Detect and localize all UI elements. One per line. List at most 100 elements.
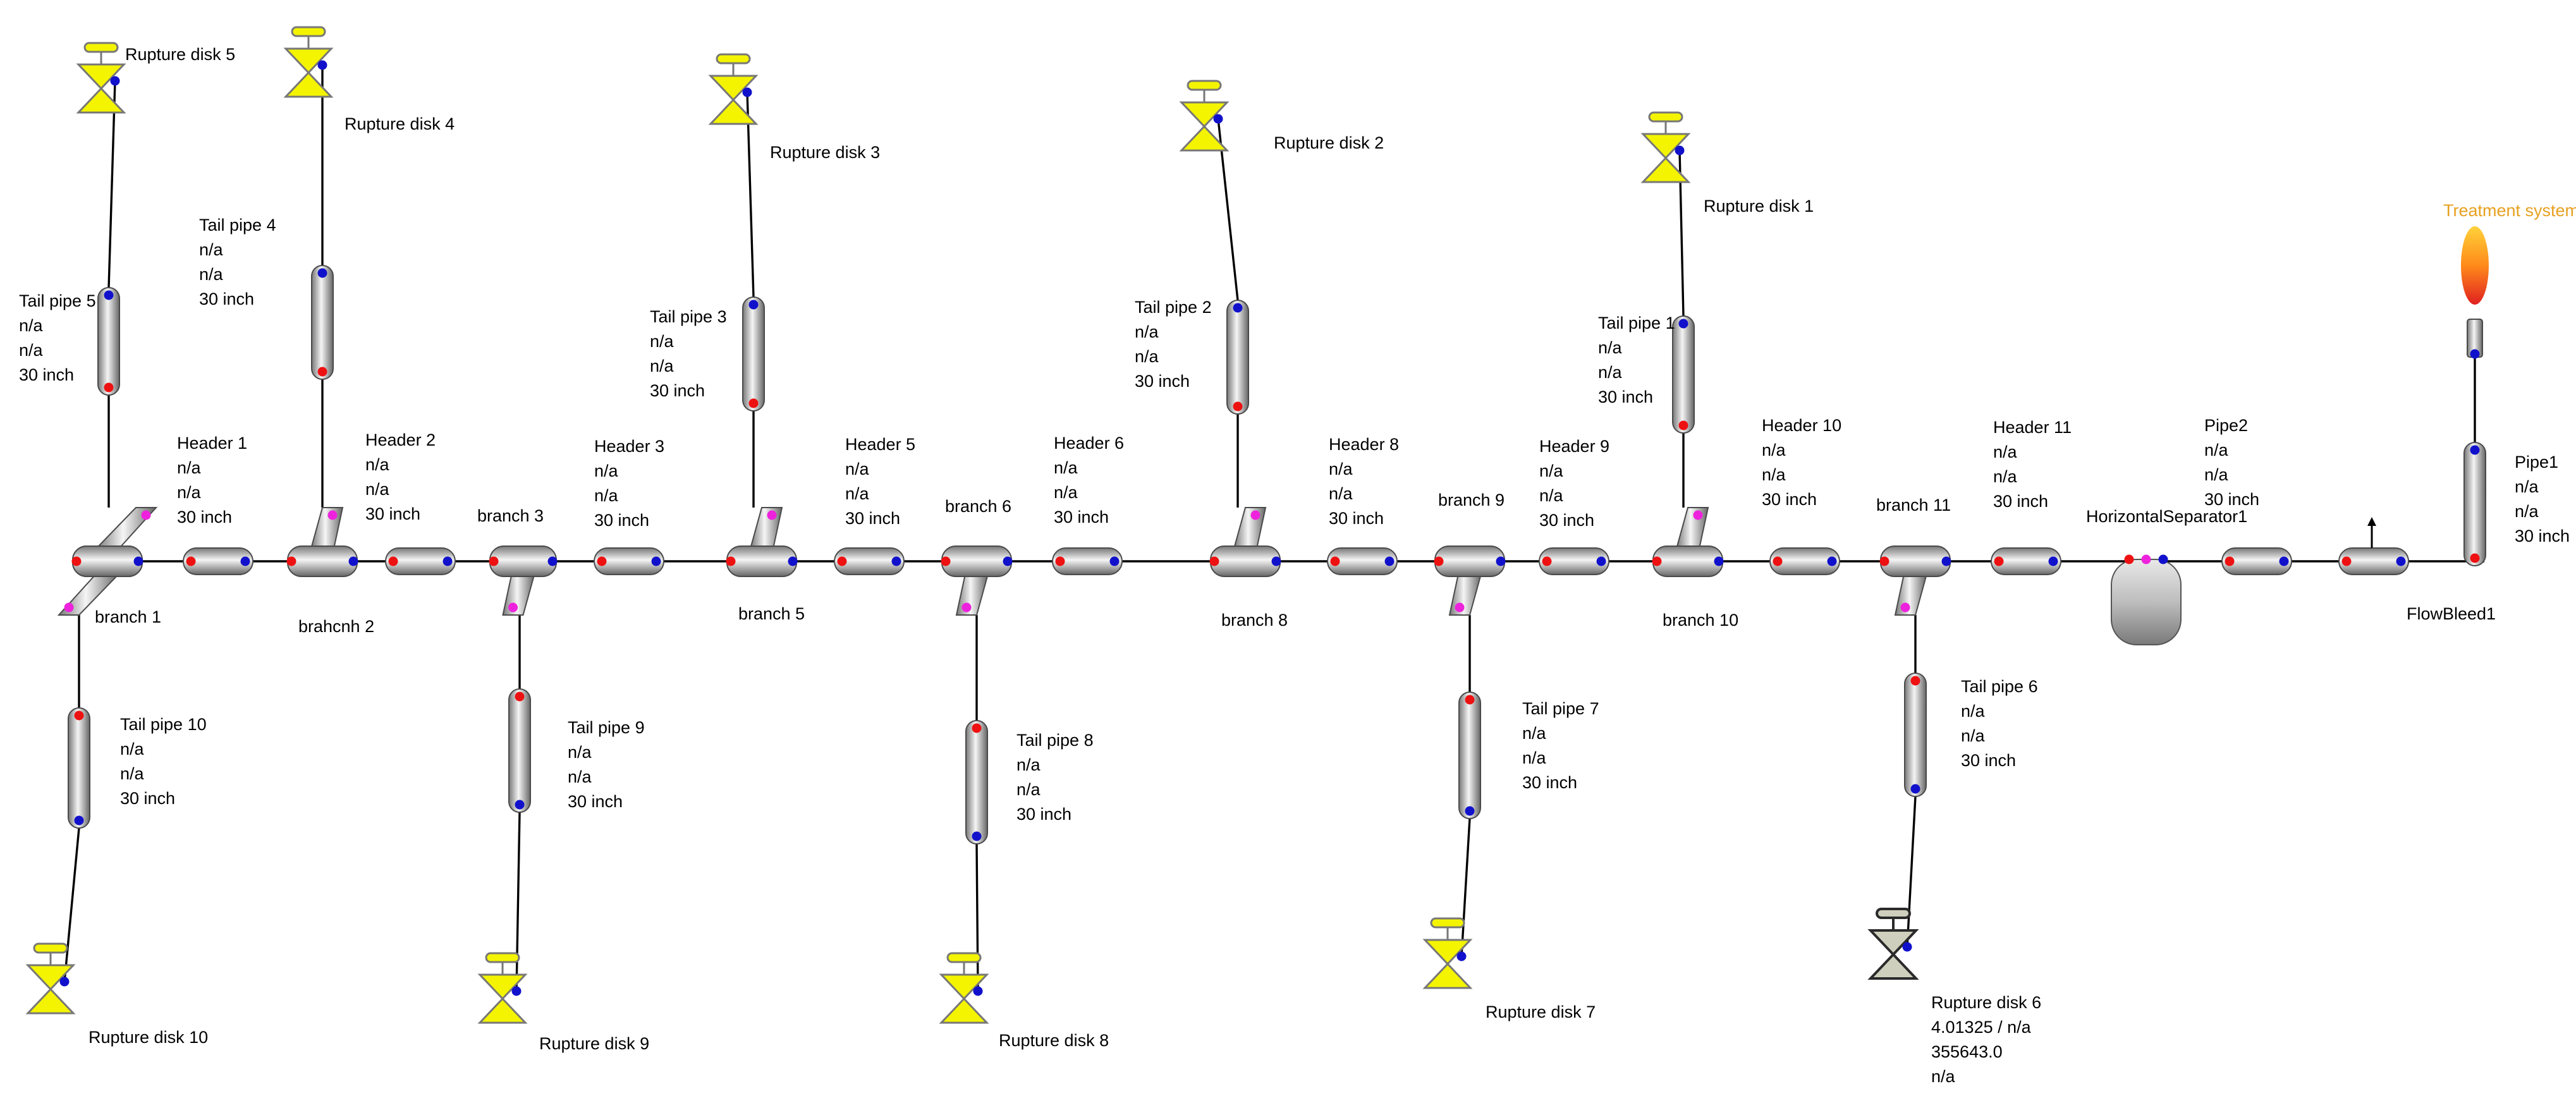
tail-pipe-2[interactable] bbox=[1226, 300, 1249, 415]
horizontal-separator[interactable] bbox=[2111, 554, 2182, 645]
label-value: n/a bbox=[1054, 483, 1078, 502]
pipe-segment-icon bbox=[1769, 547, 1840, 575]
header-3[interactable] bbox=[594, 547, 664, 575]
rupture-disk-icon bbox=[1640, 133, 1691, 160]
rupture-disk-3[interactable] bbox=[708, 53, 759, 125]
pipe-segment-icon bbox=[1904, 673, 1927, 797]
rupture-disk-9[interactable] bbox=[477, 952, 528, 1024]
rupture-disk-1[interactable] bbox=[1640, 111, 1691, 183]
rupture-disk-2[interactable] bbox=[1179, 80, 1230, 152]
label-value: n/a bbox=[1016, 755, 1041, 774]
label-title: Rupture disk 1 bbox=[1704, 197, 1814, 216]
header-5[interactable] bbox=[834, 547, 905, 575]
rupture-disk-10[interactable] bbox=[25, 942, 76, 1015]
label-value: n/a bbox=[1762, 441, 1786, 460]
tee-b5[interactable] bbox=[726, 507, 798, 577]
branch-label: branch 6 bbox=[945, 497, 1011, 516]
outlet-port bbox=[2396, 556, 2406, 566]
rupture-disk-8[interactable] bbox=[939, 952, 989, 1024]
pipe-segment-icon bbox=[965, 720, 988, 844]
inlet-port bbox=[1773, 556, 1783, 566]
outlet-port bbox=[2470, 445, 2480, 455]
actuator-cap bbox=[946, 952, 982, 963]
pipe-2[interactable] bbox=[2221, 547, 2292, 575]
flow-bleed[interactable] bbox=[2338, 517, 2409, 575]
label-title: branch 10 bbox=[1663, 611, 1738, 630]
header-2[interactable] bbox=[385, 547, 456, 575]
label-title: branch 9 bbox=[1438, 491, 1505, 509]
tail-pipe-3[interactable] bbox=[742, 296, 765, 411]
label-title: Treatment system bbox=[2443, 201, 2576, 220]
header-9[interactable] bbox=[1539, 547, 1609, 575]
tail-pipe-4[interactable] bbox=[311, 265, 334, 380]
rupture-disk-7[interactable] bbox=[1422, 917, 1473, 989]
label-value: n/a bbox=[1598, 338, 1623, 357]
treatment-system[interactable] bbox=[2461, 226, 2489, 359]
tail-pipe-7[interactable] bbox=[1458, 692, 1481, 819]
tee-b2[interactable] bbox=[286, 507, 358, 577]
branch-port bbox=[1900, 602, 1910, 612]
label-value: 30 inch bbox=[845, 509, 900, 528]
outlet-port bbox=[972, 831, 982, 841]
pipe-segment-icon bbox=[1052, 547, 1123, 575]
tee-b9[interactable] bbox=[1434, 545, 1506, 616]
tee-junction-icon bbox=[1448, 573, 1482, 616]
tail-pipe-5[interactable] bbox=[97, 287, 120, 396]
tee-b3[interactable] bbox=[489, 545, 558, 616]
header-10[interactable] bbox=[1769, 547, 1840, 575]
vapor-port bbox=[2141, 554, 2151, 564]
branch-label: branch 11 bbox=[1876, 496, 1951, 515]
label-value: n/a bbox=[1598, 363, 1623, 382]
header-11[interactable] bbox=[1991, 547, 2061, 575]
label-title: Rupture disk 2 bbox=[1274, 133, 1384, 152]
label-value: 30 inch bbox=[365, 504, 420, 523]
branch-port bbox=[327, 510, 338, 520]
tail-pipe-1[interactable] bbox=[1672, 315, 1695, 434]
label-value: n/a bbox=[365, 480, 390, 499]
label-value: n/a bbox=[120, 764, 145, 783]
tee-b6[interactable] bbox=[941, 545, 1013, 616]
rupture-disk-5[interactable] bbox=[76, 42, 126, 114]
pipe-segment-icon bbox=[68, 707, 90, 829]
tee-b8[interactable] bbox=[1209, 507, 1281, 577]
outlet-port bbox=[2279, 556, 2289, 566]
tail-pipe-10[interactable] bbox=[68, 707, 90, 829]
header-8[interactable] bbox=[1327, 547, 1398, 575]
tee-b10[interactable] bbox=[1652, 507, 1724, 577]
label-value: 4.01325 / n/a bbox=[1931, 1018, 2032, 1037]
outlet-port bbox=[1233, 303, 1243, 313]
header-6[interactable] bbox=[1052, 547, 1123, 575]
label-title: branch 6 bbox=[945, 497, 1011, 516]
rupture-disk-icon bbox=[1867, 929, 1919, 956]
tee-b11[interactable] bbox=[1879, 545, 1951, 616]
label-value: n/a bbox=[1931, 1067, 1956, 1086]
actuator-cap bbox=[83, 42, 119, 53]
inlet-port bbox=[748, 398, 759, 408]
tail-pipe-9[interactable] bbox=[508, 688, 531, 813]
rupture-disk-lower bbox=[1422, 962, 1473, 989]
label-value: n/a bbox=[19, 341, 44, 360]
outlet-port bbox=[317, 268, 327, 278]
header-1[interactable] bbox=[183, 547, 253, 575]
pipe-1[interactable] bbox=[2463, 442, 2486, 566]
outlet-port bbox=[348, 556, 358, 566]
rupture-disk-4[interactable] bbox=[283, 26, 334, 98]
tee-junction-icon bbox=[1233, 507, 1267, 549]
tee-body bbox=[1210, 545, 1281, 577]
tee-b1-down[interactable] bbox=[57, 545, 143, 616]
label-value: n/a bbox=[1329, 460, 1353, 478]
label-value: n/a bbox=[2515, 477, 2539, 496]
tail-pipe-8[interactable] bbox=[965, 720, 988, 844]
outlet-port bbox=[1910, 784, 1920, 794]
tee-body bbox=[72, 545, 143, 577]
rupture-disk-lower bbox=[1867, 953, 1919, 980]
tail-pipe-6[interactable] bbox=[1904, 673, 1927, 797]
rupture-disk-6[interactable] bbox=[1867, 908, 1919, 980]
label-title: Rupture disk 5 bbox=[125, 45, 235, 64]
rupture-disk-icon bbox=[477, 973, 528, 1001]
